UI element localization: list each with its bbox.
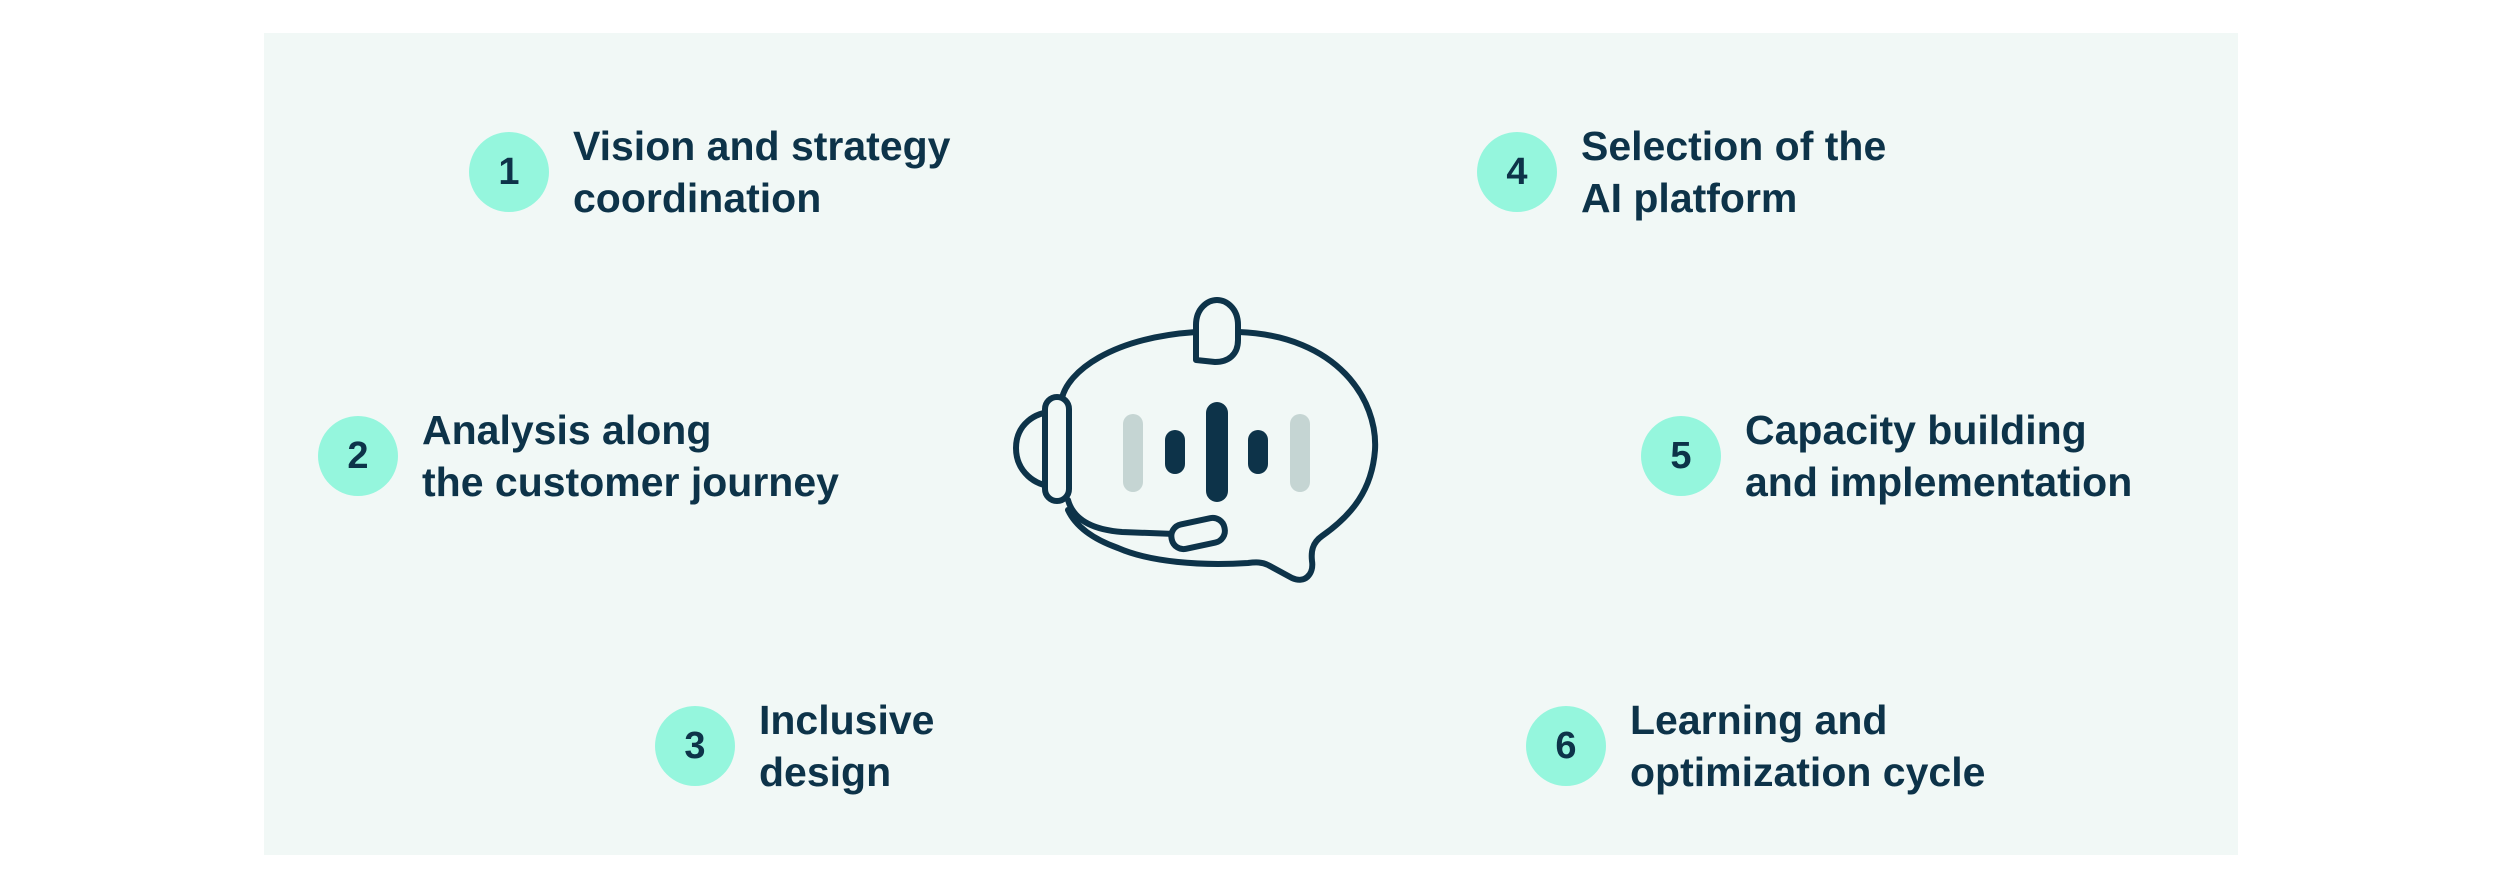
step-number-badge: 3 — [655, 706, 735, 786]
step-number-badge: 5 — [1641, 416, 1721, 496]
step-label: Selection of the AI platform — [1581, 120, 1886, 224]
step-number-badge: 6 — [1526, 706, 1606, 786]
step-4: 4 Selection of the AI platform — [1477, 120, 1886, 224]
step-label-line: Capacity building — [1745, 407, 2087, 453]
step-label-line: the customer journey — [422, 459, 839, 505]
step-6: 6 Learning and optimization cycle — [1526, 694, 1985, 798]
step-label: Analysis along the customer journey — [422, 404, 839, 508]
step-label: Learning and optimization cycle — [1630, 694, 1985, 798]
step-label: Inclusive design — [759, 694, 934, 798]
step-number-badge: 1 — [469, 132, 549, 212]
step-1: 1 Vision and strategy coordination — [469, 120, 950, 224]
step-label-line: optimization cycle — [1630, 749, 1986, 795]
step-label-line: coordination — [573, 175, 822, 221]
step-label-line: and implementation — [1745, 459, 2133, 505]
step-label: Capacity building and implementation — [1745, 404, 2132, 508]
step-label-line: design — [759, 749, 892, 795]
step-2: 2 Analysis along the customer journey — [318, 404, 839, 508]
step-label-line: Inclusive — [759, 697, 935, 743]
step-5: 5 Capacity building and implementation — [1641, 404, 2132, 508]
step-label-line: Learning and — [1630, 697, 1888, 743]
step-label: Vision and strategy coordination — [573, 120, 950, 224]
step-label-line: AI platform — [1581, 175, 1798, 221]
step-label-line: Vision and strategy — [573, 123, 951, 169]
step-label-line: Selection of the — [1581, 123, 1887, 169]
step-label-line: Analysis along — [422, 407, 712, 453]
step-3: 3 Inclusive design — [655, 694, 934, 798]
step-number-badge: 4 — [1477, 132, 1557, 212]
chatbot-headset-icon — [1013, 297, 1379, 583]
step-number-badge: 2 — [318, 416, 398, 496]
